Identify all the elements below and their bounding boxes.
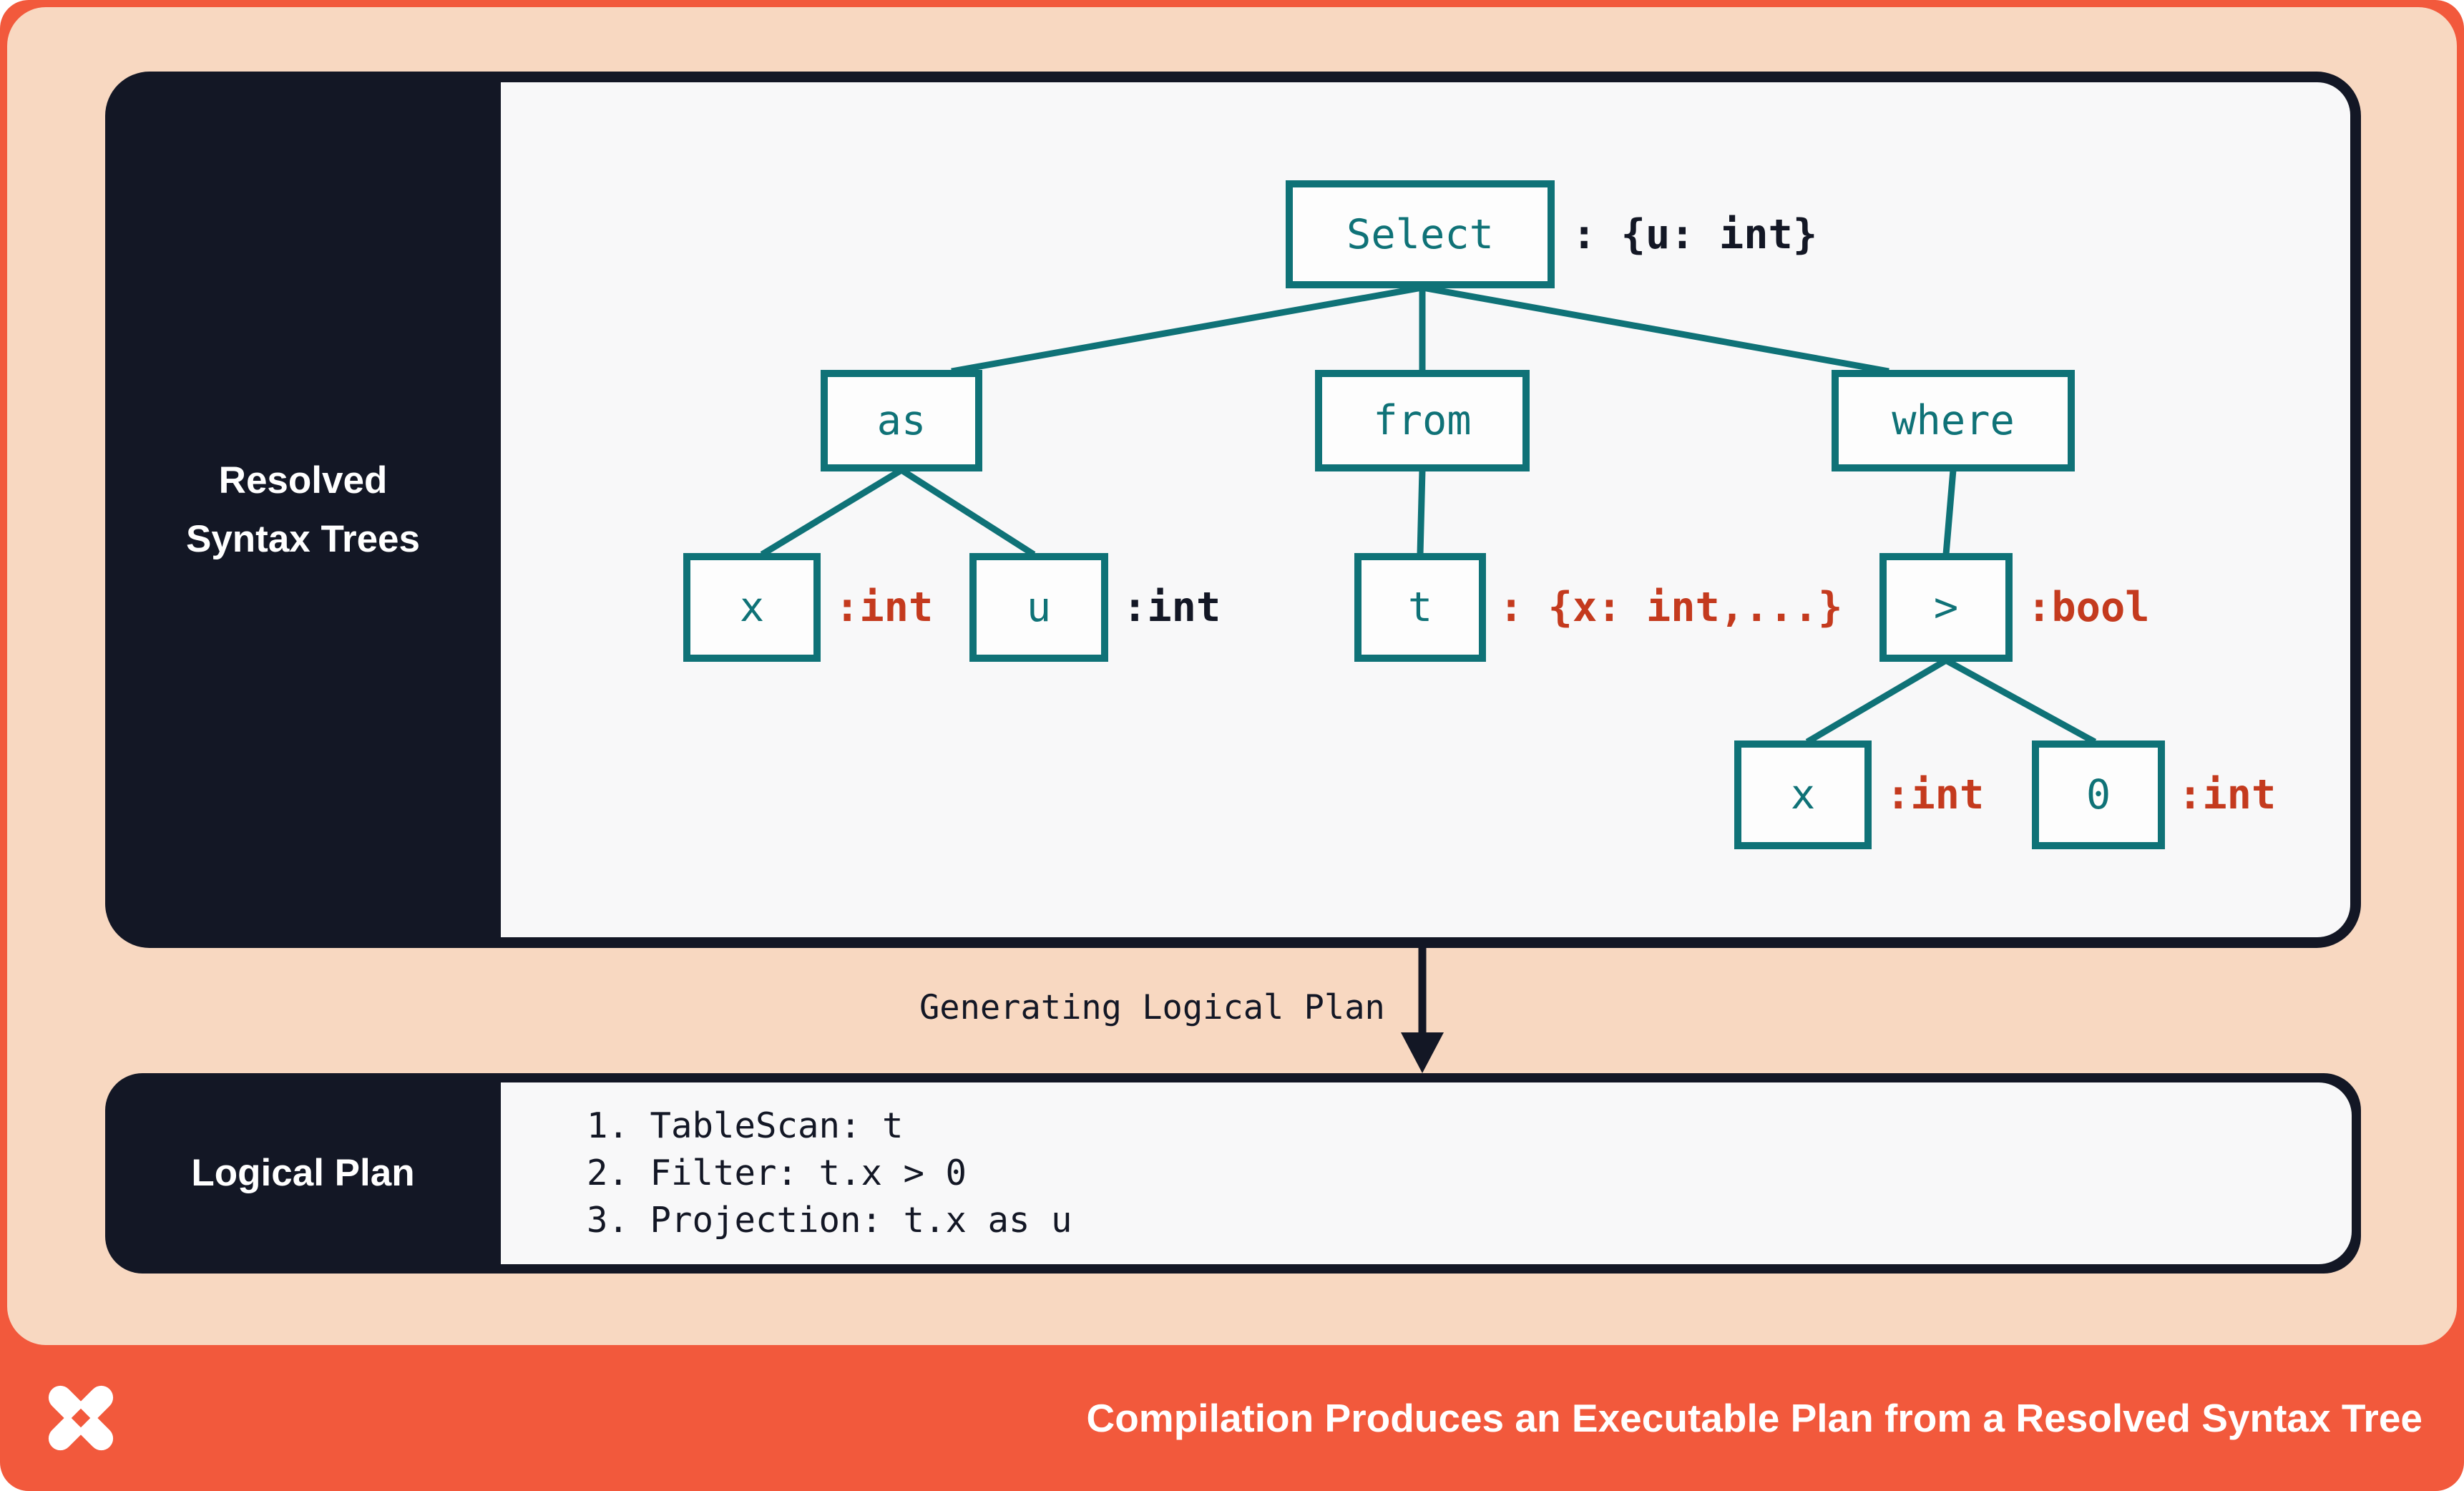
- tree-node-u-alias-label: u: [1026, 584, 1052, 631]
- logical-plan-step-1: 1. TableScan: t: [587, 1105, 904, 1146]
- tree-node-zero-operand: 0: [2032, 740, 2165, 849]
- transition-label: Generating Logical Plan: [919, 988, 1385, 1027]
- logical-plan-sidebar: Logical Plan: [105, 1082, 501, 1264]
- tree-node-select-label: Select: [1346, 210, 1494, 258]
- tree-node-as-label: as: [876, 397, 927, 444]
- tree-node-u-alias: u: [969, 553, 1108, 662]
- type-annotation-select: : {u: int}: [1572, 210, 1818, 258]
- tree-node-where-label: where: [1892, 397, 2015, 444]
- tree-node-t-table: t: [1354, 553, 1486, 662]
- tree-node-zero-operand-label: 0: [2086, 771, 2111, 818]
- rst-sidebar-label-line2: Syntax Trees: [185, 517, 421, 560]
- tree-node-from-label: from: [1373, 397, 1472, 444]
- footer-caption: Compilation Produces an Executable Plan …: [1086, 1396, 2423, 1440]
- tree-node-as: as: [821, 370, 982, 471]
- logical-plan-steps: 1. TableScan: t 2. Filter: t.x > 0 3. Pr…: [501, 1082, 2352, 1264]
- tree-node-x-operand-label: x: [1790, 771, 1816, 818]
- tree-node-t-table-label: t: [1407, 584, 1433, 631]
- tree-node-x-operand: x: [1734, 740, 1872, 849]
- type-annotation-x-alias: :int: [835, 584, 934, 631]
- logical-plan-step-3: 3. Projection: t.x as u: [587, 1200, 1072, 1241]
- tree-node-where: where: [1832, 370, 2075, 471]
- rst-sidebar: Resolved Syntax Trees: [105, 82, 501, 937]
- logical-plan-sidebar-label: Logical Plan: [191, 1152, 415, 1194]
- type-annotation-x-operand: :int: [1886, 771, 1985, 818]
- resolved-syntax-trees-panel: Resolved Syntax Trees: [105, 72, 2361, 948]
- tree-node-select: Select: [1286, 180, 1555, 288]
- tree-node-x-alias-label: x: [739, 584, 765, 631]
- type-annotation-t-table: : {x: int,...}: [1499, 584, 1843, 631]
- type-annotation-gt-operator: :bool: [2027, 584, 2150, 631]
- footer-bar: Compilation Produces an Executable Plan …: [0, 1345, 2464, 1491]
- logical-plan-step-2: 2. Filter: t.x > 0: [587, 1153, 967, 1193]
- type-annotation-zero-operand: :int: [2178, 771, 2277, 818]
- tree-node-gt-operator-label: >: [1933, 584, 1959, 631]
- tree-node-from: from: [1315, 370, 1530, 471]
- tree-node-x-alias: x: [683, 553, 821, 662]
- logical-plan-panel: Logical Plan 1. TableScan: t 2. Filter: …: [105, 1073, 2361, 1274]
- type-annotation-u-alias: :int: [1123, 584, 1221, 631]
- rst-sidebar-label-line1: Resolved: [218, 459, 388, 502]
- pinwheel-x-logo-icon: [48, 1385, 114, 1451]
- tree-node-gt-operator: >: [1879, 553, 2013, 662]
